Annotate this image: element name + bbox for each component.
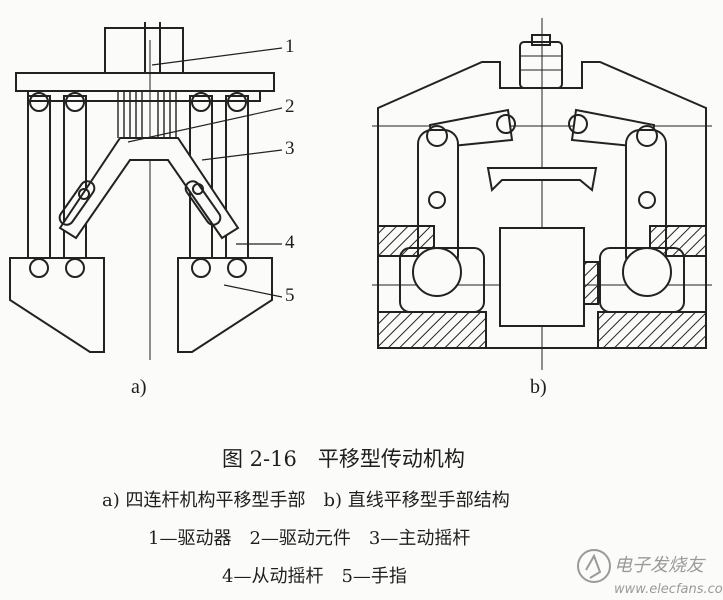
part-label-1: 1 — [285, 36, 295, 57]
part-label-2: 2 — [285, 96, 295, 117]
leader-lines — [127, 47, 283, 298]
link-left-outer — [27, 95, 51, 269]
legend-line-2: 1—驱动器 2—驱动元件 3—主动摇杆 — [148, 528, 471, 549]
part-label-5: 5 — [285, 285, 295, 306]
roller-left — [412, 247, 462, 297]
legend-line-1: a) 四连杆机构平移型手部 b) 直线平移型手部结构 — [102, 490, 510, 511]
subfigure-label-a: a) — [131, 376, 147, 398]
diagram-a — [9, 22, 283, 360]
finger-right — [177, 257, 273, 353]
top-plate — [15, 72, 275, 92]
roller-right — [622, 247, 672, 297]
watermark-text: 电子发烧友 — [614, 555, 704, 576]
nut — [519, 41, 563, 89]
diagram-b — [372, 18, 712, 370]
link-right-outer — [225, 95, 249, 269]
watermark-domain: www.elecfans.com — [614, 582, 723, 597]
part-label-3: 3 — [285, 138, 295, 159]
figure-caption: 图 2-16 平移型传动机构 — [222, 447, 465, 471]
finger-left — [9, 257, 105, 353]
guide-right-lower — [597, 311, 707, 349]
jaw — [486, 167, 598, 193]
part-label-4: 4 — [285, 232, 295, 253]
watermark-logo — [577, 549, 611, 583]
legend-line-3: 4—从动摇杆 5—手指 — [222, 566, 407, 587]
drive-element — [117, 91, 177, 138]
watermark: 电子发烧友 www.elecfans.com — [574, 551, 723, 598]
v-crank — [58, 137, 240, 240]
center-block — [499, 227, 585, 327]
subfigure-label-b: b) — [530, 376, 547, 398]
guide-left-lower — [377, 311, 487, 349]
